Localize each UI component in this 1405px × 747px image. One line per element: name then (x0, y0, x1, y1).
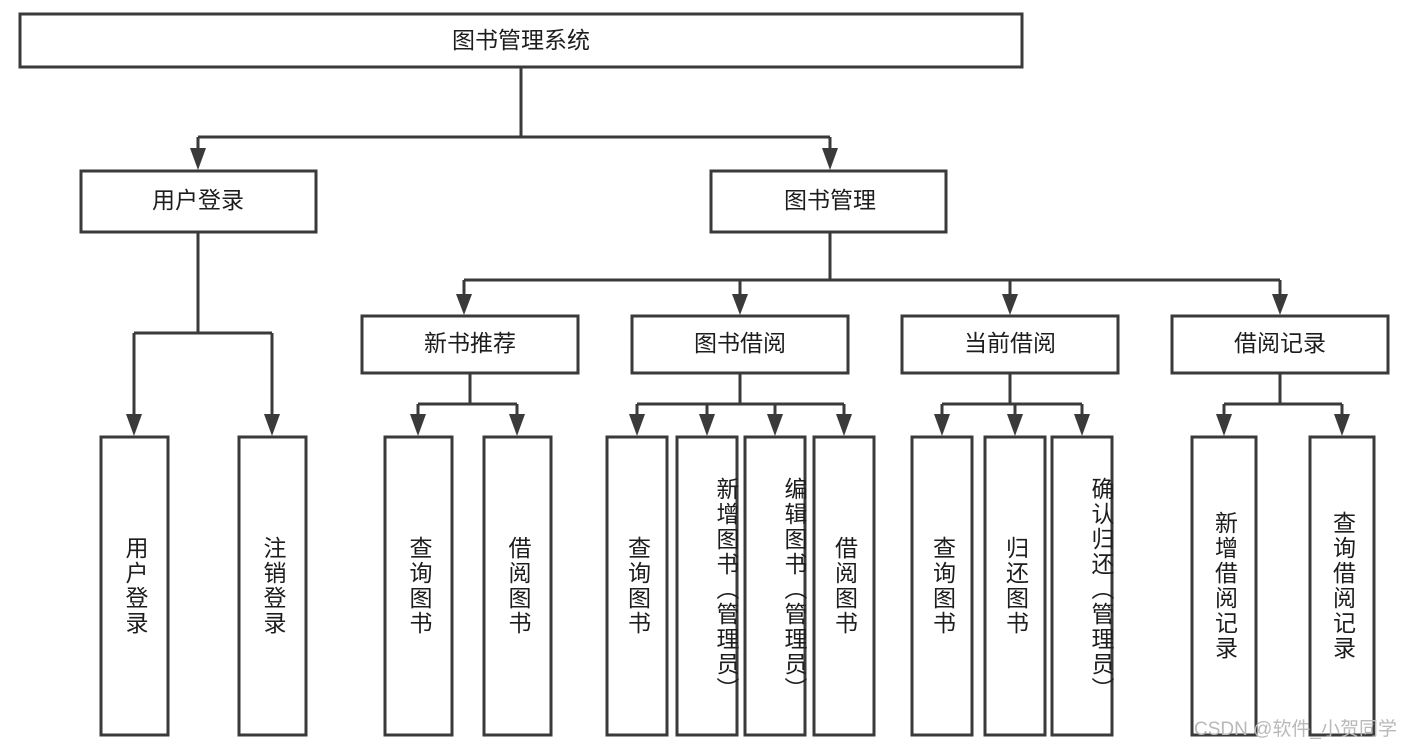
node-leaf-user-login-box[interactable] (99, 435, 170, 737)
node-book-borrow-label: 图书借阅 (694, 330, 786, 356)
node-leaf-bb-edit-box[interactable] (743, 435, 807, 737)
arrowhead-leaf-br-add (1216, 414, 1232, 436)
csdn-watermark: CSDN @软件_小贺同学 (1194, 719, 1397, 740)
arrowhead-leaf-cb-confirm (1074, 414, 1090, 436)
edge-group-book-borrow (629, 373, 852, 436)
node-book-mgmt-label: 图书管理 (784, 187, 876, 213)
node-book-mgmt-box[interactable] (709, 169, 948, 234)
node-root-box[interactable] (18, 12, 1024, 69)
node-borrow-record[interactable]: 借阅记录 (1170, 314, 1390, 375)
arrowhead-user-login (190, 148, 206, 170)
arrowhead-leaf-rec-query (410, 414, 426, 436)
arrowhead-leaf-user-logout (264, 414, 280, 436)
node-leaf-cb-return-box[interactable] (983, 435, 1047, 737)
arrowhead-leaf-bb-add (699, 414, 715, 436)
arrowhead-leaf-cb-return (1007, 414, 1023, 436)
node-book-mgmt[interactable]: 图书管理 (709, 169, 948, 234)
node-leaf-rec-borrow-box[interactable] (482, 435, 553, 737)
node-leaf-bb-add-box[interactable] (675, 435, 739, 737)
node-leaf-user-logout-box[interactable] (237, 435, 308, 737)
node-current-borrow-box[interactable] (900, 314, 1120, 375)
node-leaf-cb-confirm-box[interactable] (1050, 435, 1114, 737)
arrowhead-leaf-rec-borrow (509, 414, 525, 436)
edge-group-borrow-record (1216, 373, 1350, 436)
edge-group-book-mgmt (456, 232, 1288, 315)
node-borrow-record-label: 借阅记录 (1234, 330, 1326, 356)
node-root-label: 图书管理系统 (452, 27, 590, 53)
node-new-book-rec-box[interactable] (360, 314, 580, 375)
node-new-book-rec[interactable]: 新书推荐 (360, 314, 580, 375)
node-leaf-cb-query-box[interactable] (910, 435, 974, 737)
node-user-login[interactable]: 用户登录 (79, 169, 318, 234)
node-leaf-br-add-box[interactable] (1190, 435, 1258, 737)
arrowhead-leaf-user-login (126, 414, 142, 436)
node-leaf-br-query-box[interactable] (1308, 435, 1376, 737)
node-leaf-rec-query-box[interactable] (383, 435, 454, 737)
node-book-borrow[interactable]: 图书借阅 (630, 314, 850, 375)
arrowhead-book-borrow (732, 294, 748, 315)
arrowhead-new-book-rec (456, 294, 472, 315)
node-root[interactable]: 图书管理系统 (18, 12, 1024, 69)
arrowhead-leaf-bb-edit (767, 414, 783, 436)
arrowhead-book-mgmt (822, 148, 838, 170)
edge-group-root (190, 67, 838, 170)
node-user-login-label: 用户登录 (152, 187, 244, 213)
node-user-login-box[interactable] (79, 169, 318, 234)
arrowhead-leaf-bb-query (629, 414, 645, 436)
edge-group-current-borrow (934, 373, 1090, 436)
node-leaf-bb-query-box[interactable] (605, 435, 669, 737)
node-book-borrow-box[interactable] (630, 314, 850, 375)
edge-group-user-login (126, 232, 280, 436)
node-leaf-bb-borrow-box[interactable] (812, 435, 876, 737)
node-borrow-record-box[interactable] (1170, 314, 1390, 375)
arrowhead-leaf-cb-query (934, 414, 950, 436)
arrowhead-leaf-br-query (1334, 414, 1350, 436)
node-current-borrow-label: 当前借阅 (964, 330, 1056, 356)
edge-group-new-book-rec (410, 373, 525, 436)
arrowhead-current-borrow (1002, 294, 1018, 315)
node-current-borrow[interactable]: 当前借阅 (900, 314, 1120, 375)
arrowhead-leaf-bb-borrow (836, 414, 852, 436)
node-new-book-rec-label: 新书推荐 (424, 330, 516, 356)
arrowhead-borrow-record (1272, 294, 1288, 315)
